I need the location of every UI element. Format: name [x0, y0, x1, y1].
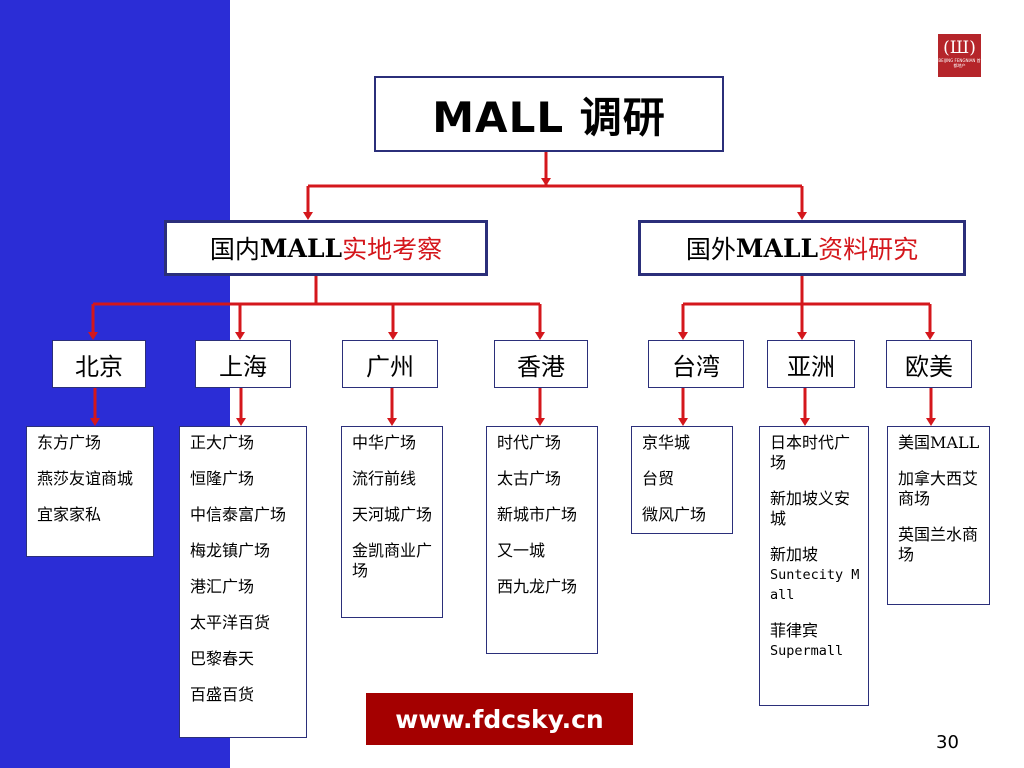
- list-item: 新加坡义安城: [770, 489, 851, 528]
- list-item: 新加坡: [770, 545, 819, 564]
- list-item: 台贸: [642, 469, 675, 488]
- list-item: 宜家家私: [37, 505, 102, 524]
- branch-domestic-mall: MALL: [259, 233, 343, 263]
- region-taiwan: 台湾: [648, 340, 744, 388]
- region-taiwan-label: 台湾: [672, 352, 720, 381]
- list-beijing: 东方广场 燕莎友谊商城 宜家家私: [26, 426, 154, 557]
- region-asia: 亚洲: [767, 340, 855, 388]
- logo-caption: BEIJING FENGNIAN 首都地产: [938, 58, 981, 68]
- region-asia-label: 亚洲: [787, 352, 835, 381]
- list-item: 微风广场: [642, 505, 707, 524]
- list-item: 百盛百货: [190, 685, 255, 704]
- list-item: 又一城: [497, 541, 546, 560]
- list-item: 天河城广场: [352, 505, 433, 524]
- list-item: 燕莎友谊商城: [37, 469, 134, 488]
- list-item: 中信泰富广场: [190, 505, 287, 524]
- list-item: 英国兰水商场: [898, 525, 979, 564]
- region-hongkong-label: 香港: [517, 352, 565, 381]
- list-item: 巴黎春天: [190, 649, 255, 668]
- list-item: 加拿大西艾商场: [898, 469, 979, 508]
- connector-paths: [91, 152, 933, 418]
- list-item: 金凯商业广场: [352, 541, 433, 580]
- list-item: 菲律宾: [770, 621, 819, 640]
- list-item: Supermall: [770, 643, 844, 659]
- company-logo: (Ш) BEIJING FENGNIAN 首都地产: [938, 34, 981, 77]
- list-item: 梅龙镇广场: [190, 541, 271, 560]
- list-item: Suntecity Mall: [770, 567, 860, 603]
- region-euram: 欧美: [886, 340, 972, 388]
- region-beijing-label: 北京: [75, 352, 123, 381]
- region-euram-label: 欧美: [905, 352, 953, 381]
- list-hongkong: 时代广场 太古广场 新城市广场 又一城 西九龙广场: [486, 426, 598, 654]
- region-shanghai-label: 上海: [219, 352, 267, 381]
- branch-foreign-suffix: 资料研究: [818, 235, 919, 264]
- list-item: 时代广场: [497, 433, 562, 452]
- page-number: 30: [936, 732, 959, 753]
- region-shanghai: 上海: [195, 340, 291, 388]
- region-guangzhou: 广州: [342, 340, 438, 388]
- list-asia: 日本时代广场 新加坡义安城 新加坡 Suntecity Mall 菲律宾 Sup…: [759, 426, 869, 706]
- list-item: 日本时代广场: [770, 433, 851, 472]
- list-item: 中华广场: [352, 433, 417, 452]
- list-item: 流行前线: [352, 469, 417, 488]
- branch-foreign-mall: MALL: [735, 233, 819, 263]
- list-taiwan: 京华城 台贸 微风广场: [631, 426, 733, 534]
- list-shanghai: 正大广场 恒隆广场 中信泰富广场 梅龙镇广场 港汇广场 太平洋百货 巴黎春天 百…: [179, 426, 307, 738]
- region-beijing: 北京: [52, 340, 146, 388]
- list-item: 太古广场: [497, 469, 562, 488]
- branch-foreign-prefix: 国外: [685, 235, 736, 264]
- list-item: 太平洋百货: [190, 613, 271, 632]
- branch-domestic-prefix: 国内: [209, 235, 260, 264]
- connector-arrowheads: [88, 178, 936, 426]
- list-item: 京华城: [642, 433, 691, 452]
- root-title: MALL 调研: [432, 92, 666, 142]
- website-url-banner[interactable]: www.fdcsky.cn: [366, 693, 633, 745]
- list-item: 东方广场: [37, 433, 102, 452]
- region-hongkong: 香港: [494, 340, 588, 388]
- website-url[interactable]: www.fdcsky.cn: [395, 704, 604, 734]
- list-item: 恒隆广场: [190, 469, 255, 488]
- list-euram: 美国MALL 加拿大西艾商场 英国兰水商场: [887, 426, 990, 605]
- root-title-box: MALL 调研: [374, 76, 724, 152]
- list-item: 美国MALL: [898, 433, 980, 452]
- list-guangzhou: 中华广场 流行前线 天河城广场 金凯商业广场: [341, 426, 443, 618]
- list-item: 港汇广场: [190, 577, 255, 596]
- list-item: 新城市广场: [497, 505, 578, 524]
- branch-domestic-suffix: 实地考察: [342, 235, 443, 264]
- logo-mark: (Ш): [943, 38, 976, 58]
- region-guangzhou-label: 广州: [366, 352, 414, 381]
- list-item: 西九龙广场: [497, 577, 578, 596]
- list-item: 正大广场: [190, 433, 255, 452]
